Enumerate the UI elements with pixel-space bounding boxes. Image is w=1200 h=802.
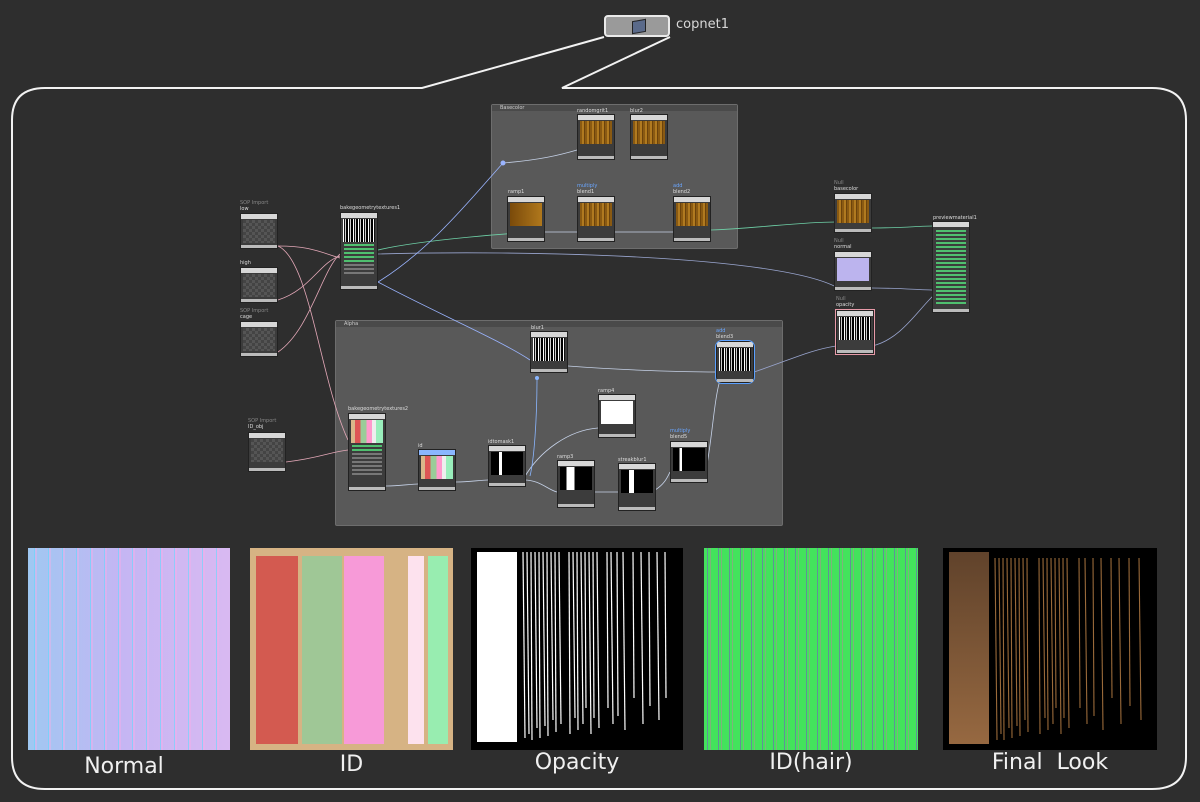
- node-label-randomgrit: randomgrit1: [577, 108, 609, 114]
- node-label-blur1: blur1: [531, 325, 544, 331]
- final-look-image: [943, 548, 1157, 750]
- node-label-id-obj: ID_obj: [248, 424, 264, 430]
- node-type-blend3: add: [716, 328, 726, 334]
- node-label-blend5: blend5: [670, 434, 688, 440]
- node-blend3[interactable]: [715, 340, 755, 384]
- node-blend5[interactable]: [670, 441, 708, 483]
- node-null-normal[interactable]: [834, 251, 872, 291]
- node-null-opacity[interactable]: [835, 309, 875, 355]
- node-label-ramp4: ramp4: [598, 388, 615, 394]
- node-label-cage: cage: [240, 314, 253, 320]
- final-look-strands: [949, 552, 1142, 744]
- node-bakegeometrytextures2[interactable]: [348, 413, 386, 491]
- copnet-node[interactable]: [604, 15, 670, 37]
- opacity-map-caption: Opacity: [534, 750, 620, 775]
- node-type-low: SOP Import: [240, 200, 269, 206]
- node-label-id: id: [418, 443, 423, 449]
- node-label-high: high: [240, 260, 251, 266]
- node-label-blend2: blend2: [673, 189, 691, 195]
- node-label-blend1: blend1: [577, 189, 595, 195]
- node-ramp4[interactable]: [598, 394, 636, 438]
- node-label-bake2: bakegeometrytextures2: [348, 406, 409, 412]
- node-bakegeometrytextures1[interactable]: [340, 212, 378, 290]
- node-sop-low[interactable]: [240, 213, 278, 249]
- node-id[interactable]: [418, 449, 456, 491]
- node-blur2[interactable]: [630, 114, 668, 160]
- node-streakblur1[interactable]: [618, 463, 656, 511]
- node-type-basecolor: Null: [834, 180, 844, 186]
- node-label-ramp3: ramp3: [557, 454, 574, 460]
- node-sop-id-obj[interactable]: [248, 432, 286, 472]
- node-label-blur2: blur2: [630, 108, 643, 114]
- id-map-caption: ID: [339, 752, 364, 777]
- id-hair-map-caption: ID(hair): [769, 750, 853, 775]
- copnet-node-label: copnet1: [676, 17, 729, 32]
- id-hair-map-image: [704, 548, 918, 750]
- node-ramp3[interactable]: [557, 460, 595, 508]
- node-type-id-obj: SOP Import: [248, 418, 277, 424]
- node-type-blend2: add: [673, 183, 683, 189]
- opacity-map-image: [471, 548, 683, 750]
- normal-map-image: [28, 548, 230, 750]
- opacity-strands: [477, 551, 667, 742]
- network-box-basecolor-title: Basecolor: [492, 105, 737, 111]
- node-label-basecolor: basecolor: [834, 186, 859, 192]
- final-look-caption: Final Look: [991, 750, 1109, 775]
- node-blend2[interactable]: [673, 196, 711, 242]
- node-type-opacity: Null: [836, 296, 846, 302]
- node-label-normal: normal: [834, 244, 852, 250]
- node-label-bake1: bakegeometrytextures1: [340, 205, 401, 211]
- node-type-normal: Null: [834, 238, 844, 244]
- node-null-basecolor[interactable]: [834, 193, 872, 233]
- node-blend1[interactable]: [577, 196, 615, 242]
- node-blur1[interactable]: [530, 331, 568, 373]
- node-sop-cage[interactable]: [240, 321, 278, 357]
- network-box-alpha-title: Alpha: [336, 321, 782, 327]
- node-type-blend1: multiply: [577, 183, 598, 189]
- node-label-ramp1: ramp1: [508, 189, 525, 195]
- node-previewmaterial1[interactable]: [932, 221, 970, 313]
- node-randomgrit1[interactable]: [577, 114, 615, 160]
- node-label-idtomask: idtomask1: [488, 439, 515, 445]
- node-label-preview: previewmaterial1: [933, 215, 977, 221]
- node-label-blend3: blend3: [716, 334, 734, 340]
- node-label-streakblur: streakblur1: [618, 457, 647, 463]
- node-sop-high[interactable]: [240, 267, 278, 303]
- id-map-image: [250, 548, 453, 750]
- node-ramp1[interactable]: [507, 196, 545, 242]
- node-type-cage: SOP Import: [240, 308, 269, 314]
- node-label-opacity: opacity: [836, 302, 855, 308]
- node-label-low: low: [240, 206, 249, 212]
- normal-map-caption: Normal: [84, 754, 164, 779]
- node-type-blend5: multiply: [670, 428, 691, 434]
- node-idtomask1[interactable]: [488, 445, 526, 487]
